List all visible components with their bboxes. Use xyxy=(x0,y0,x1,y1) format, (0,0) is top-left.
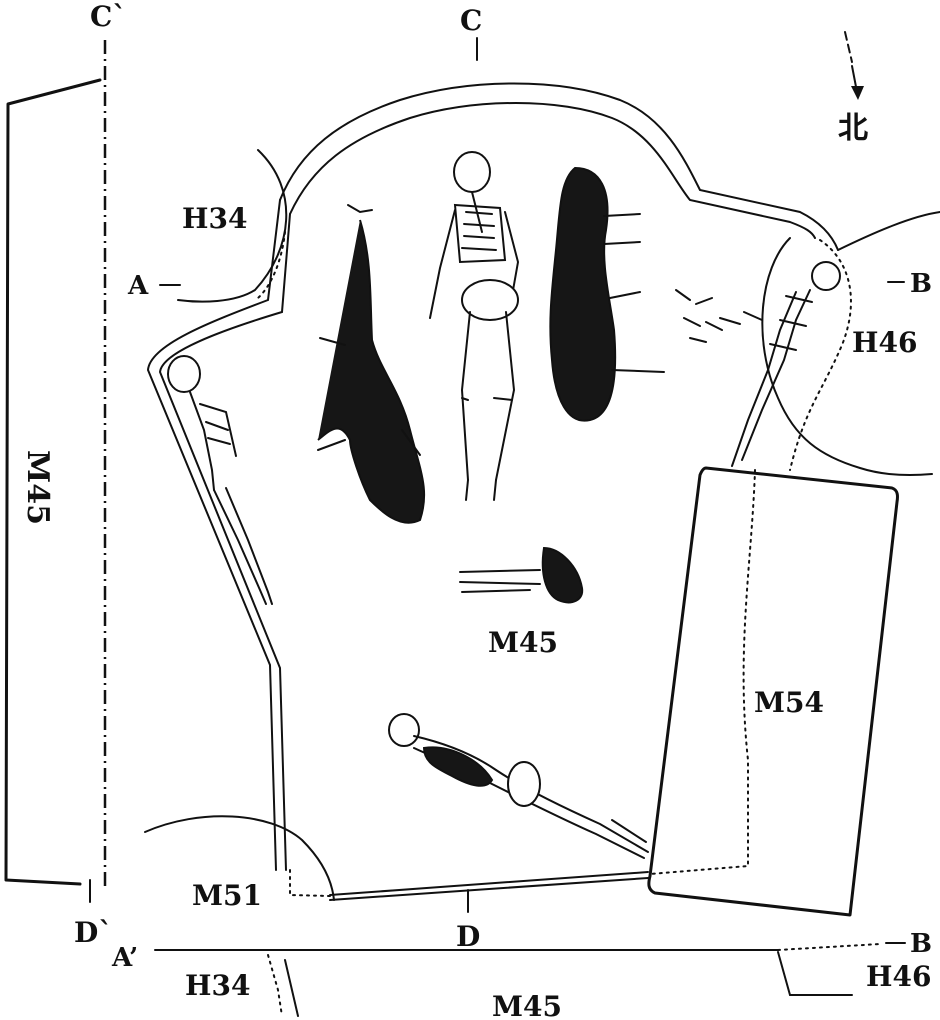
h34-top-label: H34 xyxy=(182,202,247,235)
skeleton-left-wall xyxy=(167,355,273,605)
m45-grave-outline xyxy=(279,82,839,251)
skeleton-lower-diagonal xyxy=(388,713,649,859)
section-marker-b-top: B xyxy=(910,269,932,299)
section-marker-c-prime: C` xyxy=(90,0,126,33)
h46-right-label: H46 xyxy=(852,326,917,359)
skeleton-central xyxy=(429,151,520,501)
h46-pit-outline xyxy=(761,237,933,477)
h34-section-label: H34 xyxy=(185,969,250,1002)
section-marker-b-bottom: B xyxy=(910,929,932,959)
m45-center-label: M45 xyxy=(488,626,558,659)
north-arrow-icon xyxy=(844,31,864,100)
section-marker-d-prime: D` xyxy=(74,916,112,949)
north-label: 北 xyxy=(838,111,868,146)
m54-label: M54 xyxy=(754,686,824,719)
m45-left-outline xyxy=(4,78,102,886)
skeleton-right-edge xyxy=(731,261,841,467)
section-marker-a: A xyxy=(127,271,149,301)
m51-label: M51 xyxy=(192,879,262,912)
h34-pit-outline xyxy=(177,149,288,303)
skeleton-right-dark xyxy=(549,166,665,422)
section-marker-d: D xyxy=(456,920,480,953)
bone-cluster-center xyxy=(459,546,584,604)
section-marker-c: C xyxy=(460,4,482,37)
m51-pit-outline xyxy=(144,815,335,901)
skeleton-left-dark xyxy=(317,204,426,524)
m45-section-label: M45 xyxy=(492,990,562,1020)
scattered-bones xyxy=(675,289,763,343)
h46-section-label: H46 xyxy=(866,960,931,993)
m54-outline xyxy=(647,466,899,917)
m45-left-label: M45 xyxy=(20,450,55,525)
section-marker-a-prime: A’ xyxy=(111,943,138,973)
